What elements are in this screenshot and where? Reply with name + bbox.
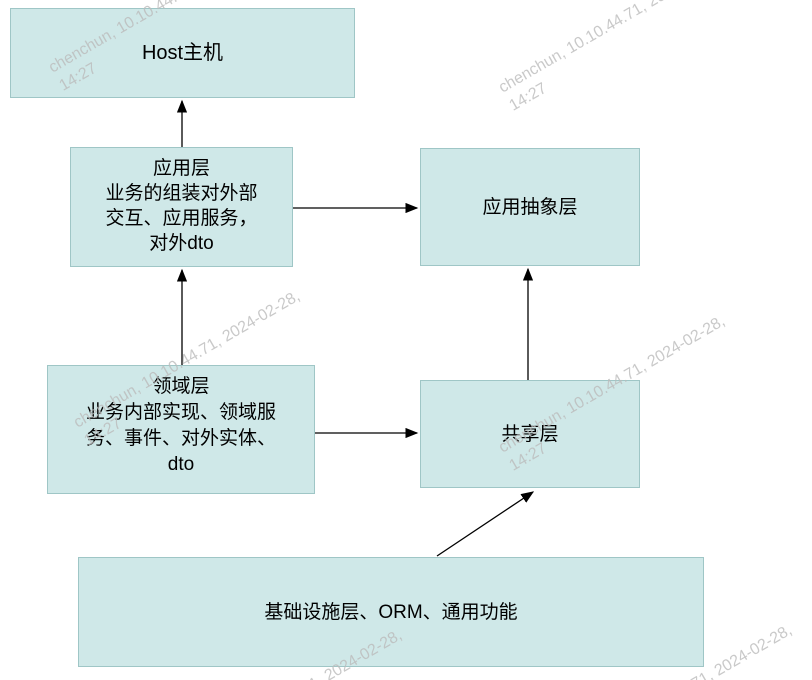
node-infrastructure-label: 基础设施层、ORM、通用功能 bbox=[264, 601, 518, 623]
node-shared-layer: 共享层 bbox=[420, 380, 640, 488]
node-application-layer: 应用层 业务的组装对外部 交互、应用服务， 对外dto bbox=[70, 147, 293, 267]
node-domain-layer: 领域层 业务内部实现、领域服 务、事件、对外实体、 dto bbox=[47, 365, 315, 494]
node-shared-label: 共享层 bbox=[501, 423, 559, 445]
node-domain-title: 领域层 bbox=[152, 376, 210, 397]
node-host-label: Host主机 bbox=[141, 41, 224, 64]
node-host: Host主机 bbox=[10, 8, 355, 98]
watermark-line1: chenchun, 10.10.44.71, 2024-02-28, bbox=[496, 0, 728, 97]
node-domain-body: 业务内部实现、领域服 务、事件、对外实体、 dto bbox=[85, 402, 276, 475]
node-infrastructure-layer: 基础设施层、ORM、通用功能 bbox=[78, 557, 704, 667]
arrow-infrastructure-to-shared bbox=[436, 491, 535, 557]
node-application-body: 业务的组装对外部 交互、应用服务， 对外dto bbox=[105, 183, 258, 254]
node-application-title: 应用层 bbox=[152, 158, 210, 179]
watermark: chenchun, 10.10.44.71, 2024-02-28, 14:27 bbox=[495, 0, 739, 116]
node-application-abstraction-layer: 应用抽象层 bbox=[420, 148, 640, 266]
node-abstraction-label: 应用抽象层 bbox=[482, 196, 578, 218]
watermark-line2: 14:27 bbox=[506, 79, 550, 115]
